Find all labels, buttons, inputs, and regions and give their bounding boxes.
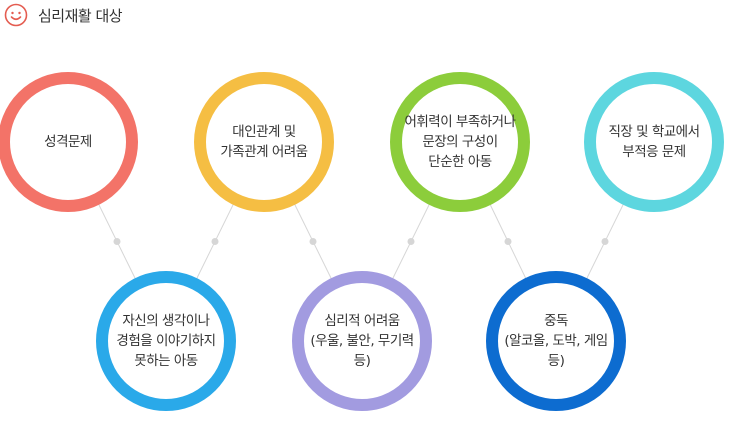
connector-dot — [113, 238, 121, 245]
connector-dot — [309, 238, 317, 245]
target-circle-personality — [0, 72, 138, 212]
connector-dot — [601, 238, 609, 245]
target-circle-relationships — [194, 72, 334, 212]
target-circle-vocabulary — [390, 72, 530, 212]
smiley-icon — [4, 3, 28, 27]
target-circle-expression — [96, 271, 236, 411]
section-title: 심리재활 대상 — [38, 6, 123, 25]
target-circle-addiction — [486, 271, 626, 411]
connector-dot — [211, 238, 219, 245]
target-label-vocabulary: 어휘력이 부족하거나 문장의 구성이 단순한 아동 — [404, 114, 516, 170]
connector-dot — [407, 238, 415, 245]
target-label-school: 직장 및 학교에서 부적응 문제 — [608, 124, 700, 160]
target-label-personality: 성격문제 — [44, 134, 92, 150]
target-label-expression: 자신의 생각이나 경험을 이야기하지 못하는 아동 — [116, 313, 216, 369]
target-label-relationships: 대인관계 및 가족관계 어려움 — [220, 124, 308, 160]
target-circle-school — [584, 72, 724, 212]
connector-dot — [504, 238, 512, 245]
target-label-psychological: 심리적 어려움 (우울, 불안, 무기력 등) — [310, 313, 414, 369]
target-circle-psychological — [292, 271, 432, 411]
section-header: 심리재활 대상 — [0, 0, 123, 30]
target-label-addiction: 중독 (알코올, 도박, 게임 등) — [504, 313, 608, 369]
